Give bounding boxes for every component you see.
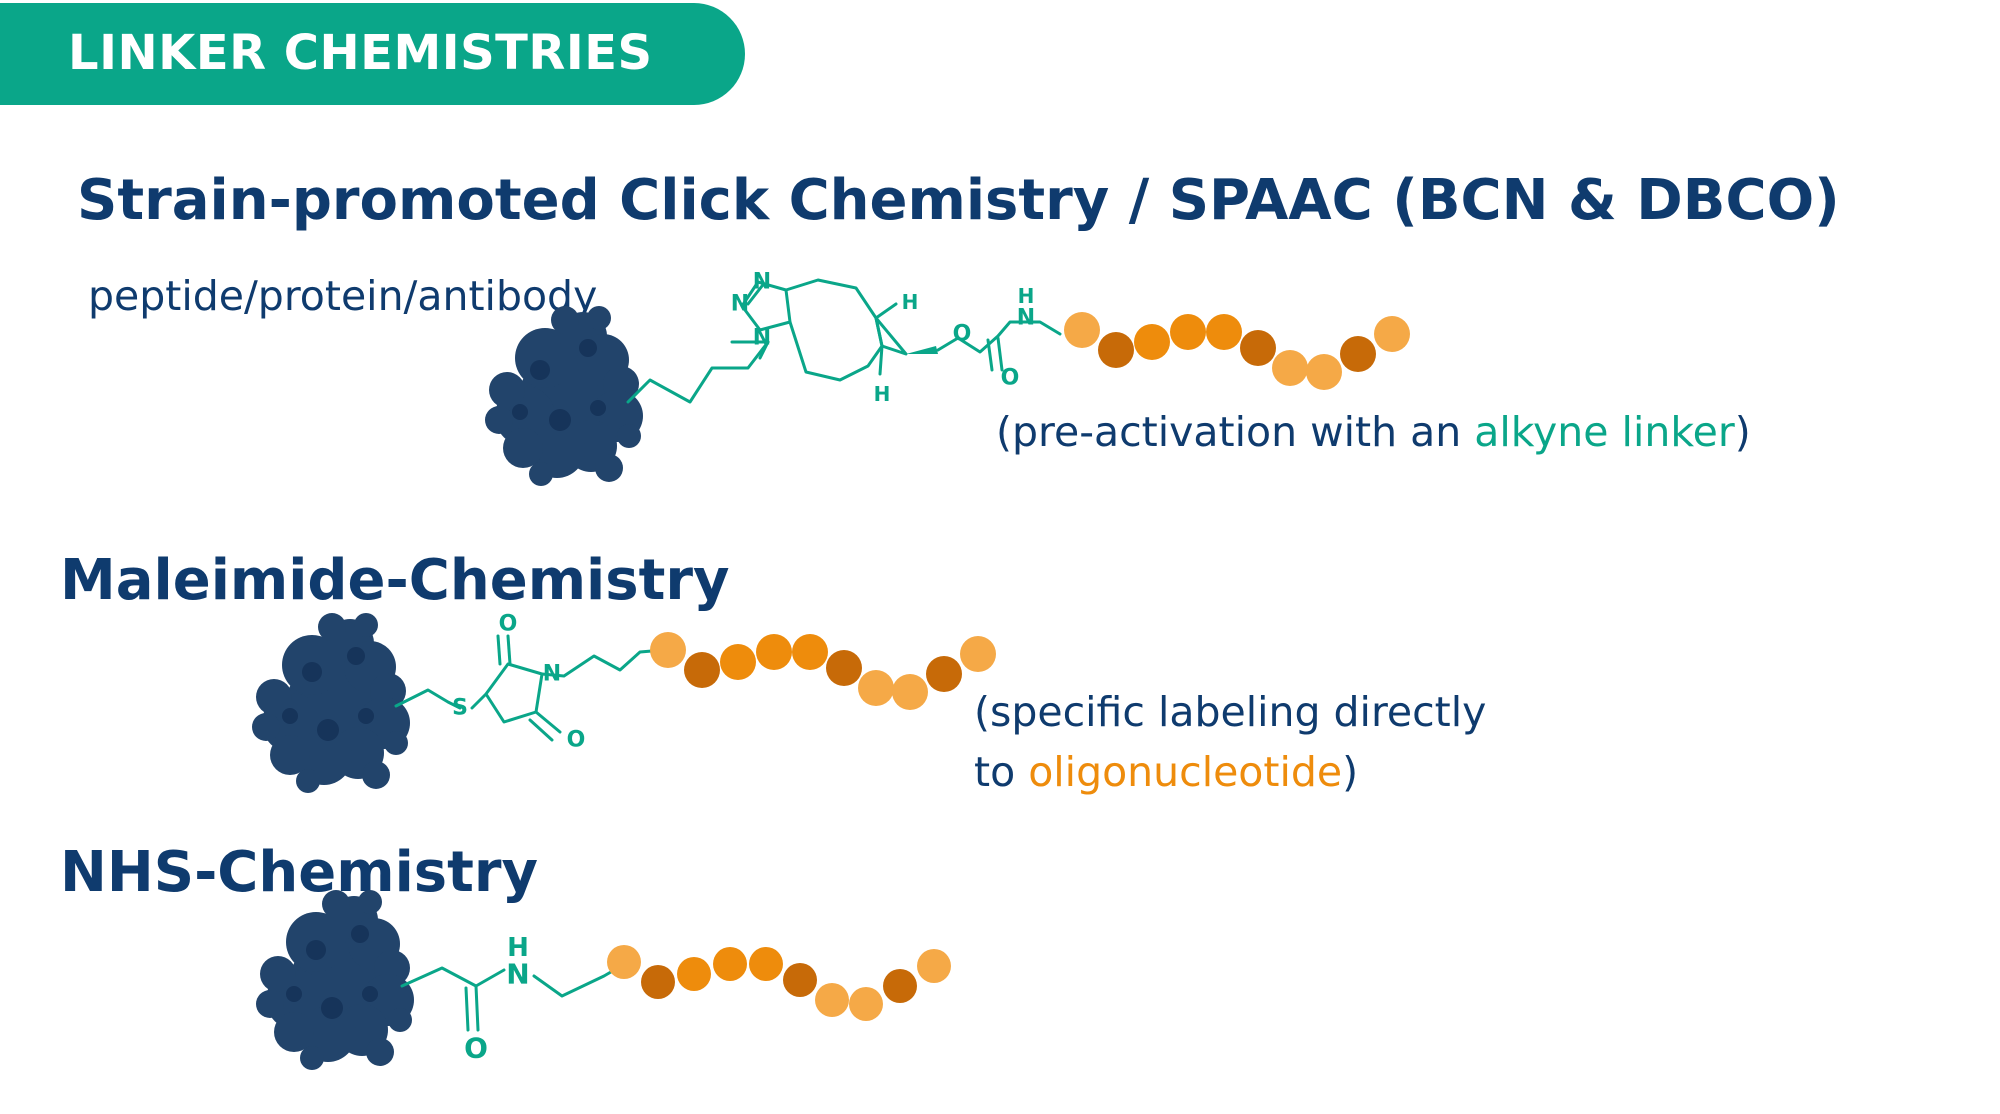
spaac-oligonucleotide-icon <box>1064 312 1410 390</box>
maleimide-note-highlight: oligonucleotide <box>1028 748 1343 796</box>
spaac-note: (pre-activation with an alkyne linker) <box>996 408 1751 456</box>
spaac-note-prefix: (pre-activation with an <box>996 408 1475 456</box>
maleimide-atom-labels: S O N O <box>452 612 585 753</box>
oligo-bead <box>641 965 675 999</box>
atom-h4: H <box>507 933 529 963</box>
atom-n1: N <box>731 292 749 317</box>
atom-n2: N <box>753 270 771 295</box>
atom-o3: O <box>499 612 518 637</box>
maleimide-note-line1: (specific labeling directly <box>974 688 1487 736</box>
nhs-atom-labels: H N O <box>464 933 530 1065</box>
oligo-bead <box>815 983 849 1017</box>
oligo-bead <box>684 652 720 688</box>
oligo-bead <box>1206 314 1242 350</box>
section-badge: LINKER CHEMISTRIES <box>0 3 745 105</box>
oligo-bead <box>917 949 951 983</box>
oligo-bead <box>926 656 962 692</box>
spaac-linker <box>626 278 1062 404</box>
maleimide-note-prefix: to <box>974 748 1029 796</box>
nhs-protein-icon <box>256 890 414 1070</box>
oligo-bead <box>1240 330 1276 366</box>
maleimide-protein-icon <box>252 613 410 793</box>
nhs-heading: NHS-Chemistry <box>60 840 539 905</box>
oligo-bead <box>849 987 883 1021</box>
oligo-bead <box>1374 316 1410 352</box>
atom-o5: O <box>464 1032 488 1065</box>
atom-n4: N <box>1017 306 1035 331</box>
atom-h3: H <box>1018 284 1035 308</box>
spaac-note-suffix: ) <box>1734 408 1751 456</box>
oligo-bead <box>1306 354 1342 390</box>
atom-s: S <box>452 696 468 721</box>
oligo-bead <box>749 947 783 981</box>
atom-o4: O <box>567 728 586 753</box>
oligo-bead <box>1134 324 1170 360</box>
oligo-bead <box>1098 332 1134 368</box>
oligo-bead <box>713 947 747 981</box>
oligo-bead <box>960 636 996 672</box>
atom-n5: N <box>543 662 561 687</box>
oligo-bead <box>892 674 928 710</box>
oligo-bead <box>792 634 828 670</box>
maleimide-oligonucleotide-icon <box>650 632 996 710</box>
oligo-bead <box>720 644 756 680</box>
oligo-bead <box>883 969 917 1003</box>
atom-h1: H <box>902 290 919 314</box>
badge-title: LINKER CHEMISTRIES <box>68 25 653 81</box>
oligo-bead <box>1170 314 1206 350</box>
oligo-bead <box>1272 350 1308 386</box>
spaac-note-highlight: alkyne linker <box>1474 408 1735 456</box>
oligo-bead <box>650 632 686 668</box>
oligo-bead <box>607 945 641 979</box>
oligo-bead <box>756 634 792 670</box>
oligo-bead <box>826 650 862 686</box>
target-label: peptide/protein/antibody <box>88 272 598 320</box>
oligo-bead <box>783 963 817 997</box>
oligo-bead <box>677 957 711 991</box>
oligo-bead <box>1340 336 1376 372</box>
maleimide-note-line2: to oligonucleotide) <box>974 748 1358 796</box>
oligo-bead <box>858 670 894 706</box>
atom-n3: N <box>753 326 771 351</box>
atom-h2: H <box>874 382 891 406</box>
spaac-heading: Strain-promoted Click Chemistry / SPAAC … <box>77 168 1840 233</box>
maleimide-linker <box>394 634 666 742</box>
maleimide-heading: Maleimide-Chemistry <box>60 548 730 613</box>
spaac-atom-labels: N N N H H O O H N <box>731 270 1035 407</box>
maleimide-note-suffix: ) <box>1342 748 1359 796</box>
spaac-protein-icon <box>485 306 643 486</box>
nhs-oligonucleotide-icon <box>607 945 951 1021</box>
atom-o1: O <box>953 322 972 347</box>
atom-o2: O <box>1001 366 1020 391</box>
oligo-bead <box>1064 312 1100 348</box>
atom-n6: N <box>506 958 529 991</box>
